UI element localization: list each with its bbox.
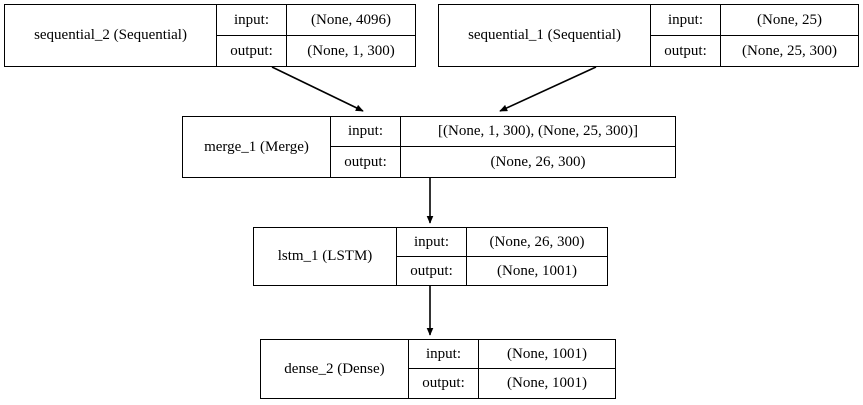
node-dense-2-input-value: (None, 1001) [507, 345, 587, 362]
node-merge-1-io: input: [(None, 1, 300), (None, 25, 300)]… [331, 117, 675, 177]
node-lstm-1[interactable]: lstm_1 (LSTM) input: (None, 26, 300) out… [253, 227, 608, 286]
node-sequential-2-output-key: output: [217, 35, 287, 66]
node-dense-2-output-value: (None, 1001) [507, 375, 587, 392]
node-merge-1-output-row: output: (None, 26, 300) [331, 147, 675, 177]
node-sequential-2-output-row: output: (None, 1, 300) [217, 35, 415, 66]
node-lstm-1-io: input: (None, 26, 300) output: (None, 10… [397, 228, 607, 285]
node-merge-1-input-key: input: [331, 117, 401, 146]
node-sequential-1-output-key: output: [651, 35, 721, 66]
node-dense-2-input-row: input: (None, 1001) [409, 340, 615, 369]
node-dense-2-label: dense_2 (Dense) [261, 340, 409, 398]
node-sequential-1-output-row: output: (None, 25, 300) [651, 35, 858, 66]
edge-sequential2-to-merge1 [271, 66, 364, 112]
node-dense-2-input-key: input: [409, 340, 479, 368]
node-lstm-1-output-key: output: [397, 256, 467, 285]
node-merge-1-output-key: output: [331, 147, 401, 177]
node-lstm-1-input-value: (None, 26, 300) [489, 233, 585, 250]
node-merge-1-label: merge_1 (Merge) [183, 117, 331, 177]
node-dense-2-output-key: output: [409, 369, 479, 398]
node-merge-1[interactable]: merge_1 (Merge) input: [(None, 1, 300), … [182, 116, 676, 178]
node-sequential-2-input-row: input: (None, 4096) [217, 5, 415, 36]
node-lstm-1-output-value: (None, 1001) [497, 262, 577, 279]
node-sequential-2-io: input: (None, 4096) output: (None, 1, 30… [217, 5, 415, 66]
node-sequential-1-io: input: (None, 25) output: (None, 25, 300… [651, 5, 858, 66]
node-sequential-1-label: sequential_1 (Sequential) [439, 5, 651, 66]
node-sequential-1-input-key: input: [651, 5, 721, 35]
node-merge-1-input-value: [(None, 1, 300), (None, 25, 300)] [438, 123, 638, 140]
node-lstm-1-output-row: output: (None, 1001) [397, 256, 607, 285]
node-sequential-2[interactable]: sequential_2 (Sequential) input: (None, … [4, 4, 416, 67]
node-dense-2-output-row: output: (None, 1001) [409, 369, 615, 398]
node-sequential-1-input-value: (None, 25) [757, 11, 822, 28]
node-lstm-1-input-key: input: [397, 228, 467, 256]
node-merge-1-input-row: input: [(None, 1, 300), (None, 25, 300)] [331, 117, 675, 147]
node-lstm-1-input-row: input: (None, 26, 300) [397, 228, 607, 257]
node-merge-1-output-value: (None, 26, 300) [490, 153, 586, 170]
node-sequential-1-output-value: (None, 25, 300) [742, 42, 837, 59]
node-lstm-1-label: lstm_1 (LSTM) [254, 228, 397, 285]
node-dense-2-io: input: (None, 1001) output: (None, 1001) [409, 340, 615, 398]
node-sequential-1[interactable]: sequential_1 (Sequential) input: (None, … [438, 4, 859, 67]
node-sequential-2-output-value: (None, 1, 300) [307, 42, 395, 59]
node-dense-2[interactable]: dense_2 (Dense) input: (None, 1001) outp… [260, 339, 616, 399]
node-sequential-2-input-key: input: [217, 5, 287, 35]
node-sequential-2-input-value: (None, 4096) [311, 11, 391, 28]
edge-sequential1-to-merge1 [499, 66, 597, 112]
node-sequential-2-label: sequential_2 (Sequential) [5, 5, 217, 66]
node-sequential-1-input-row: input: (None, 25) [651, 5, 858, 36]
